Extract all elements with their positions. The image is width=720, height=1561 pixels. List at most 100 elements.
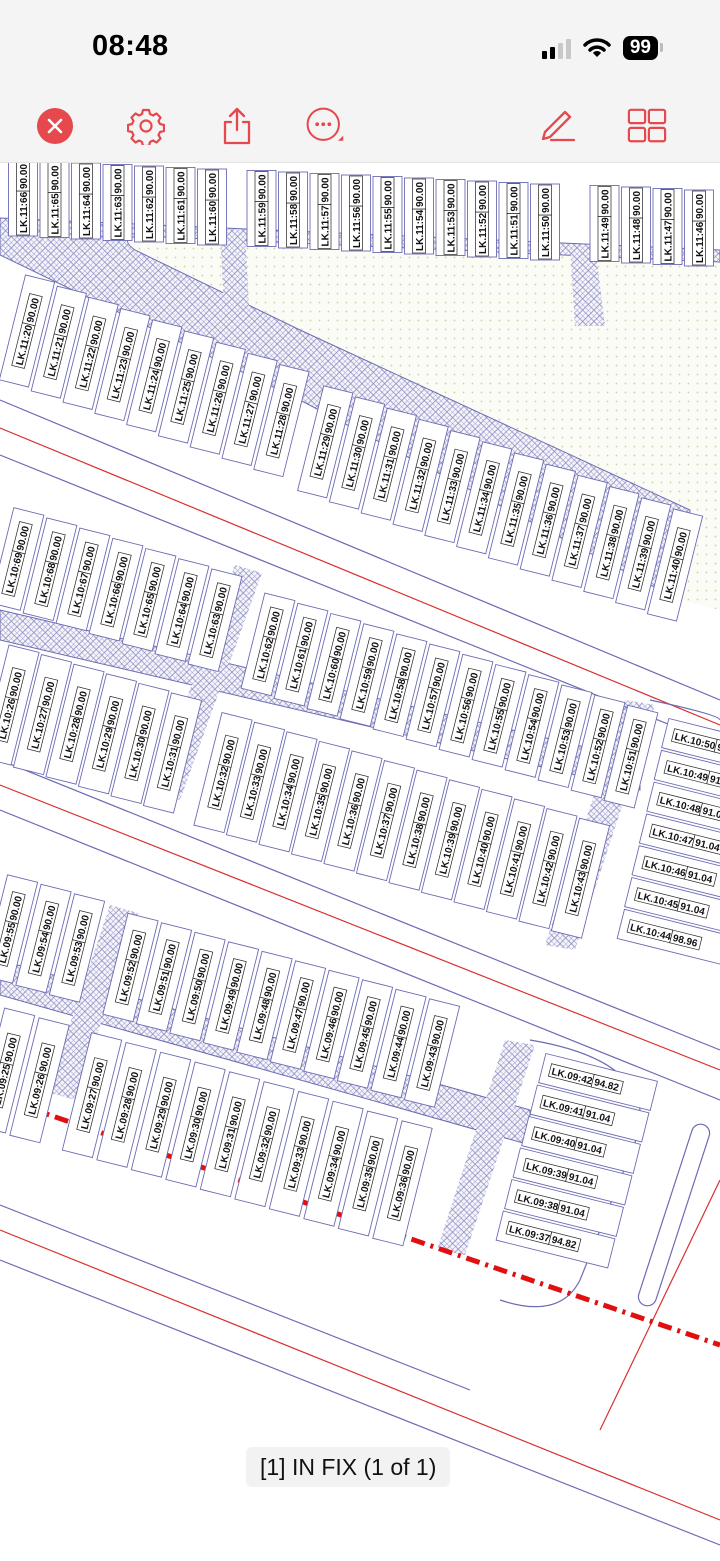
lot-label: LK.11:49 xyxy=(601,217,612,259)
thumbnails-button[interactable] xyxy=(627,106,667,146)
status-time: 08:48 xyxy=(92,30,169,62)
plot-lot: LK.11:61 90.00 xyxy=(165,167,196,244)
plot-lot: LK.11:66 90.00 xyxy=(8,163,38,237)
lot-label: LK.11:51 xyxy=(510,214,521,256)
lot-label: LK.11:54 xyxy=(415,209,426,251)
lot-area: 90.00 xyxy=(352,179,363,204)
lot-area: 90.00 xyxy=(258,174,269,199)
annotate-button[interactable] xyxy=(538,106,578,146)
lot-label: LK.11:65 xyxy=(51,193,62,235)
settings-button[interactable] xyxy=(126,106,166,146)
lot-label: LK.11:63 xyxy=(114,196,125,238)
lot-label: LK.11:56 xyxy=(352,206,363,248)
plot-lot: LK.11:52 90.00 xyxy=(467,180,497,258)
plot-lot: LK.11:65 90.00 xyxy=(39,163,70,238)
lot-area: 90.00 xyxy=(601,189,612,214)
lot-area: 90.00 xyxy=(51,165,62,190)
status-icons: 99 xyxy=(541,36,664,60)
lot-area: 90.00 xyxy=(19,164,30,189)
lot-area: 91.04 xyxy=(709,774,720,791)
lot-label: LK.11:52 xyxy=(478,212,489,254)
lot-label: LK.11:58 xyxy=(289,203,300,245)
lot-area: 98.96 xyxy=(716,742,720,759)
more-button[interactable] xyxy=(305,106,345,146)
battery-icon: 99 xyxy=(622,36,664,60)
grid-icon xyxy=(627,108,667,143)
signal-icon xyxy=(541,37,571,59)
plan-lots: LK.11:6690.00LK.11:6590.00LK.11:6490.00L… xyxy=(0,163,720,1269)
close-button[interactable] xyxy=(35,106,75,146)
lot-label: LK.11:47 xyxy=(664,220,675,262)
lot-label: LK.11:46 xyxy=(695,221,706,263)
status-bar: 08:48 99 xyxy=(0,0,720,92)
lot-label: LK.11:66 xyxy=(19,191,30,233)
lot-label: LK.11:61 xyxy=(177,199,188,241)
share-button[interactable] xyxy=(217,106,257,146)
lot-area: 90.00 xyxy=(478,185,489,210)
site-plan[interactable]: LK.11:6690.00LK.11:6590.00LK.11:6490.00L… xyxy=(0,163,720,1561)
lot-label: LK.11:55 xyxy=(384,208,395,250)
lot-area: 90.00 xyxy=(177,171,188,196)
lot-area: 90.00 xyxy=(208,173,219,198)
lot-area: 90.00 xyxy=(447,183,458,208)
